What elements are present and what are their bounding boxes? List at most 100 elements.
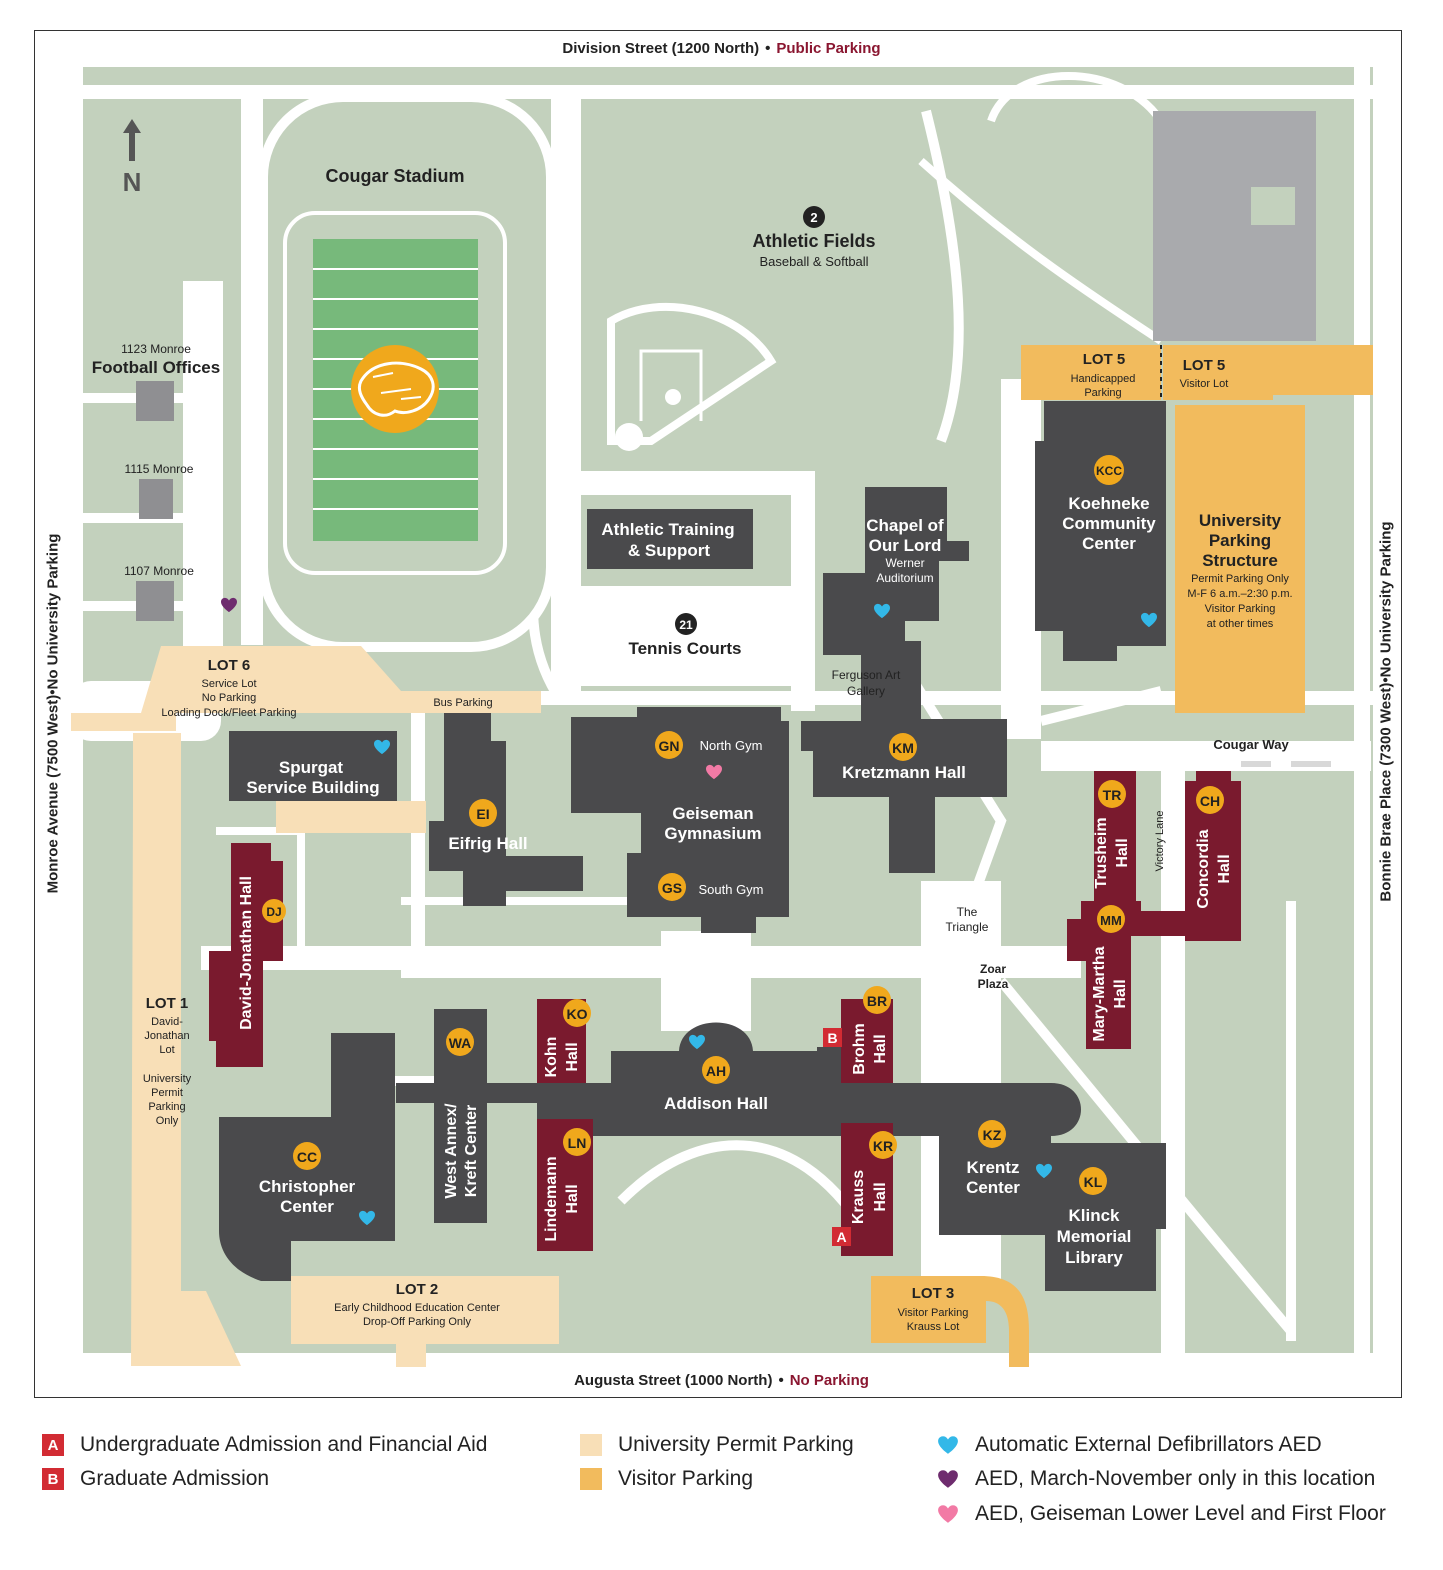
zoar-label-2: Plaza	[978, 977, 1009, 991]
football-offices-label: Football Offices	[92, 358, 220, 377]
svg-text:Visitor Parking: Visitor Parking	[898, 1307, 969, 1319]
svg-text:CH: CH	[1200, 793, 1220, 809]
south-gym-label: South Gym	[698, 882, 763, 897]
monroe-houses	[136, 381, 174, 621]
svg-text:David-: David-	[151, 1016, 183, 1028]
marker-a	[832, 1227, 851, 1246]
eifrig-building	[429, 713, 583, 906]
trusheim-label-2: Hall	[1114, 838, 1131, 867]
svg-text:No Parking: No Parking	[202, 692, 256, 704]
west-annex-label-2: Kreft Center	[463, 1105, 480, 1197]
badge-mm: MM	[1097, 905, 1125, 933]
badge-ch: CH	[1196, 786, 1224, 814]
legend-item-aed-geiseman: AED, Geiseman Lower Level and First Floo…	[937, 1502, 1386, 1526]
badge-ko: KO	[563, 999, 591, 1027]
svg-text:M-F 6 a.m.–2:30 p.m.: M-F 6 a.m.–2:30 p.m.	[1187, 588, 1292, 600]
street-north-name: Division Street (1200 North)	[562, 40, 760, 57]
badge-wa: WA	[446, 1028, 474, 1056]
badge-tr: TR	[1098, 780, 1126, 808]
campus-map[interactable]: Cougar Stadium	[34, 30, 1402, 1398]
chapel-sub-2: Auditorium	[876, 571, 933, 585]
aed-geiseman-heart-icon	[937, 1503, 959, 1525]
svg-text:B: B	[827, 1030, 837, 1046]
street-east-name: Bonnie Brae Place (7300 West)	[1377, 682, 1395, 902]
addr-1115: 1115 Monroe	[125, 462, 194, 476]
svg-text:Early Childhood Education Cent: Early Childhood Education Center	[334, 1302, 500, 1314]
legend-item-aed: Automatic External Defibrillators AED	[937, 1433, 1322, 1457]
christopher-label-2: Center	[280, 1197, 334, 1216]
street-west: Monroe Avenue (7500 West)•No University …	[44, 533, 62, 894]
svg-text:EI: EI	[476, 806, 489, 822]
brohm-label-1: Brohm	[851, 1023, 868, 1075]
street-south: Augusta Street (1000 North)•No Parking	[574, 1372, 869, 1389]
svg-text:CC: CC	[297, 1149, 317, 1165]
geiseman-label-2: Gymnasium	[664, 824, 761, 843]
mary-martha-building	[1067, 901, 1185, 1049]
addr-1107: 1107 Monroe	[124, 564, 194, 578]
lot3	[871, 1276, 1029, 1367]
street-south-note: No Parking	[789, 1372, 869, 1389]
aed-heart-icon	[937, 1434, 959, 1456]
brohm-building	[841, 999, 893, 1083]
koehneke-label-3: Center	[1082, 534, 1136, 553]
geiseman-label-1: Geiseman	[672, 804, 753, 823]
trusheim-label-1: Trusheim	[1093, 817, 1110, 888]
parking-structure	[1175, 405, 1305, 713]
kretzmann-label: Kretzmann Hall	[842, 763, 966, 782]
kretzmann-building	[801, 701, 1007, 873]
spurgat-label-2: Service Building	[246, 778, 379, 797]
building-codes: KCC GN GS EI KM TR CH MM DJ WA KO LN AH …	[262, 455, 1224, 1195]
david-jonathan-building	[209, 843, 283, 1067]
lindemann-label-2: Hall	[564, 1184, 581, 1213]
permit-parking-swatch-icon	[580, 1434, 602, 1456]
parking-structure-label-1: University	[1199, 511, 1282, 530]
svg-text:N: N	[123, 167, 142, 197]
klinck-label-3: Library	[1065, 1248, 1123, 1267]
concordia-label-1: Concordia	[1195, 829, 1212, 908]
lot1	[131, 733, 241, 1366]
north-gym-label: North Gym	[700, 738, 763, 753]
kohn-label-1: Kohn	[543, 1037, 560, 1078]
lot2	[291, 1276, 559, 1344]
spurgat-building	[229, 731, 397, 801]
marker-b	[823, 1028, 842, 1047]
addison-label: Addison Hall	[664, 1094, 768, 1113]
svg-text:Permit Parking Only: Permit Parking Only	[1191, 573, 1289, 585]
parking-structure-label-2: Parking	[1209, 531, 1271, 550]
svg-text:LN: LN	[568, 1135, 587, 1151]
badge-ln: LN	[563, 1128, 591, 1156]
kohn-label-2: Hall	[564, 1042, 581, 1071]
brohm-label-2: Hall	[872, 1034, 889, 1063]
mary-martha-label-2: Hall	[1112, 979, 1129, 1008]
victory-lane-label: Victory Lane	[1154, 811, 1166, 872]
spurgat-label-1: Spurgat	[279, 758, 344, 777]
parking-areas	[71, 345, 1373, 1367]
map-canvas[interactable]: Cougar Stadium	[35, 31, 1400, 1396]
eifrig-label: Eifrig Hall	[448, 834, 527, 853]
david-jonathan-label: David-Jonathan Hall	[238, 876, 255, 1030]
koehneke-building	[1035, 401, 1166, 661]
athletic-training-label-1: Athletic Training	[601, 520, 734, 539]
triangle-label-2: Triangle	[946, 920, 989, 934]
north-arrow-icon: N	[123, 119, 142, 197]
tennis-courts	[594, 604, 772, 682]
cougar-stadium: Cougar Stadium	[258, 92, 556, 652]
svg-text:Parking: Parking	[148, 1101, 185, 1113]
legend-item-permit-parking: University Permit Parking	[580, 1433, 854, 1457]
geiseman-building	[571, 707, 789, 933]
svg-text:KCC: KCC	[1096, 464, 1122, 478]
addison-building	[537, 1022, 1081, 1136]
stadium-label: Cougar Stadium	[325, 166, 464, 186]
svg-text:21: 21	[679, 618, 693, 632]
koehneke-label-2: Community	[1062, 514, 1156, 533]
map-legend: A Undergraduate Admission and Financial …	[0, 1420, 1443, 1560]
admission-a-icon: A	[42, 1434, 64, 1456]
visitor-parking-swatch-icon	[580, 1468, 602, 1490]
svg-text:Lot: Lot	[159, 1044, 174, 1056]
svg-text:KM: KM	[892, 740, 914, 756]
athletic-fields-label: Athletic Fields	[752, 231, 875, 251]
lot5a-label: LOT 5	[1083, 351, 1126, 368]
admission-b-icon: B	[42, 1468, 64, 1490]
krentz-building	[939, 1109, 1166, 1291]
aed-seasonal-heart-icon	[937, 1468, 959, 1490]
